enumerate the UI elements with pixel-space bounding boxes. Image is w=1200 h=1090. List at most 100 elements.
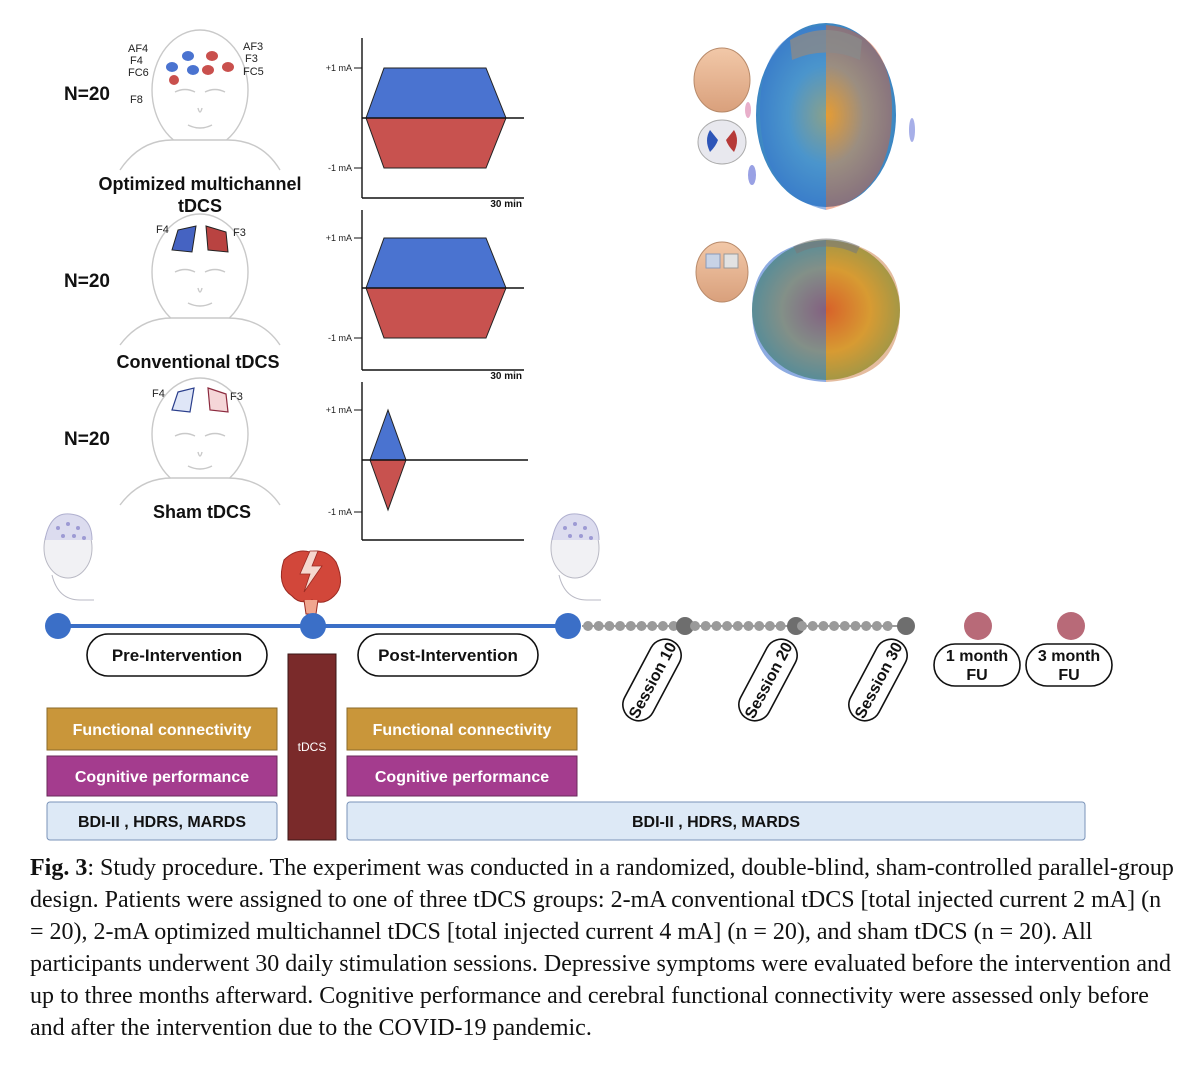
followup-node	[1057, 612, 1085, 640]
session-dot	[732, 621, 743, 631]
session-dot	[764, 621, 775, 631]
pre-intervention-label: Pre-Intervention	[112, 646, 242, 665]
followup-label: 3 month	[1038, 648, 1100, 665]
session-dot	[722, 621, 733, 631]
electrode-pads-sham	[171, 387, 229, 413]
caption-text: : Study procedure. The experiment was co…	[30, 855, 1174, 1041]
cognitive-performance-label: Cognitive performance	[375, 769, 549, 786]
electrode-label: F4	[156, 224, 169, 236]
electrode-label: F8	[130, 94, 143, 106]
followup-label: FU	[966, 667, 987, 684]
session-dot	[700, 621, 711, 631]
axis-minus-label: -1 mA	[328, 333, 352, 343]
session-dot	[839, 621, 850, 631]
study-procedure-figure: N=20 AF4 F4 FC6 F8 AF3 F3 FC5	[43, 23, 1113, 841]
session-dots	[582, 617, 915, 635]
brain-model-optimized	[693, 23, 915, 210]
electrode-labels-right: AF4 F4 FC6 F8	[128, 43, 149, 106]
eeg-cap-head-icon	[43, 513, 94, 601]
group-name: tDCS	[178, 196, 222, 216]
axis-minus-label: -1 mA	[328, 163, 352, 173]
electrode-label: F4	[130, 55, 143, 67]
followup-label: FU	[1058, 667, 1079, 684]
session-dot	[818, 621, 829, 631]
timeline: Pre-Intervention Post-Intervention Sessi…	[43, 513, 1113, 722]
session-dot	[882, 621, 893, 631]
head-illustration-icon	[119, 377, 281, 506]
session-dot	[615, 621, 626, 631]
group-name: Sham tDCS	[153, 502, 251, 522]
waveform-sham: +1 mA -1 mA	[326, 382, 528, 541]
brain-model-conventional	[695, 238, 900, 382]
session-dot	[625, 621, 636, 631]
group-optimized: N=20 AF4 F4 FC6 F8 AF3 F3 FC5	[64, 29, 524, 216]
group-name: Conventional tDCS	[116, 352, 279, 372]
session-dot	[657, 621, 668, 631]
waveform-conventional: +1 mA -1 mA 30 min	[326, 210, 524, 382]
electrode-label: FC6	[128, 67, 149, 79]
head-illustration-icon	[119, 213, 281, 346]
group-name: Optimized multichannel	[98, 174, 301, 194]
session-dot	[647, 621, 658, 631]
timeline-node	[300, 613, 326, 639]
session-dot	[593, 621, 604, 631]
session-dot	[850, 621, 861, 631]
session-dot	[711, 621, 722, 631]
axis-plus-label: +1 mA	[326, 405, 352, 415]
session-dot	[754, 621, 765, 631]
session-milestone-node	[897, 617, 915, 635]
group-conventional: N=20 F4 F3 Conventional tDCS +1 mA -1 mA…	[64, 210, 524, 382]
electrode-label: F3	[233, 227, 246, 239]
group-n-label: N=20	[64, 84, 110, 105]
figure-caption: Fig. 3: Study procedure. The experiment …	[30, 852, 1180, 1044]
followup-node	[964, 612, 992, 640]
session-dot	[797, 621, 807, 631]
tdcs-bar	[287, 653, 337, 841]
session-milestone-node	[676, 617, 694, 635]
brain-stimulation-icon	[280, 550, 341, 615]
electrode-label: F4	[152, 388, 165, 400]
group-n-label: N=20	[64, 429, 110, 450]
depression-scales-label: BDI-II , HDRS, MARDS	[632, 814, 800, 831]
electrode-label: FC5	[243, 66, 264, 78]
followup-label: 1 month	[946, 648, 1008, 665]
group-sham: N=20 F4 F3 Sham tDCS +1 mA -1 mA	[64, 377, 528, 541]
session-dot	[668, 621, 679, 631]
eeg-cap-head-icon	[550, 513, 601, 601]
caption-label: Fig. 3	[30, 855, 88, 881]
group-n-label: N=20	[64, 271, 110, 292]
functional-connectivity-label: Functional connectivity	[73, 722, 252, 739]
tdcs-label: tDCS	[298, 740, 327, 754]
session-dot	[583, 621, 593, 631]
axis-plus-label: +1 mA	[326, 63, 352, 73]
duration-label: 30 min	[490, 199, 522, 210]
axis-plus-label: +1 mA	[326, 233, 352, 243]
electrode-labels-left: AF3 F3 FC5	[243, 41, 264, 78]
cognitive-performance-label: Cognitive performance	[75, 769, 249, 786]
electrode-label: AF4	[128, 43, 148, 55]
session-dot	[807, 621, 818, 631]
functional-connectivity-label: Functional connectivity	[373, 722, 552, 739]
head-illustration-icon	[119, 29, 281, 171]
post-intervention-label: Post-Intervention	[378, 646, 518, 665]
electrode-label: F3	[230, 391, 243, 403]
session-dot	[775, 621, 786, 631]
waveform-optimized: +1 mA -1 mA 30 min	[326, 38, 524, 210]
measures: tDCS Functional connectivity Functional …	[46, 653, 1086, 841]
timeline-node	[45, 613, 71, 639]
session-dot	[861, 621, 872, 631]
duration-label: 30 min	[490, 371, 522, 382]
session-dot	[743, 621, 754, 631]
session-dot	[829, 621, 840, 631]
timeline-node	[555, 613, 581, 639]
session-dot	[604, 621, 615, 631]
electrode-pads	[171, 225, 229, 253]
electrode-label: AF3	[243, 41, 263, 53]
session-dot	[871, 621, 882, 631]
session-dot	[636, 621, 647, 631]
electrode-dots	[166, 51, 234, 85]
axis-minus-label: -1 mA	[328, 507, 352, 517]
electrode-label: F3	[245, 53, 258, 65]
session-dot	[690, 621, 700, 631]
depression-scales-label: BDI-II , HDRS, MARDS	[78, 814, 246, 831]
